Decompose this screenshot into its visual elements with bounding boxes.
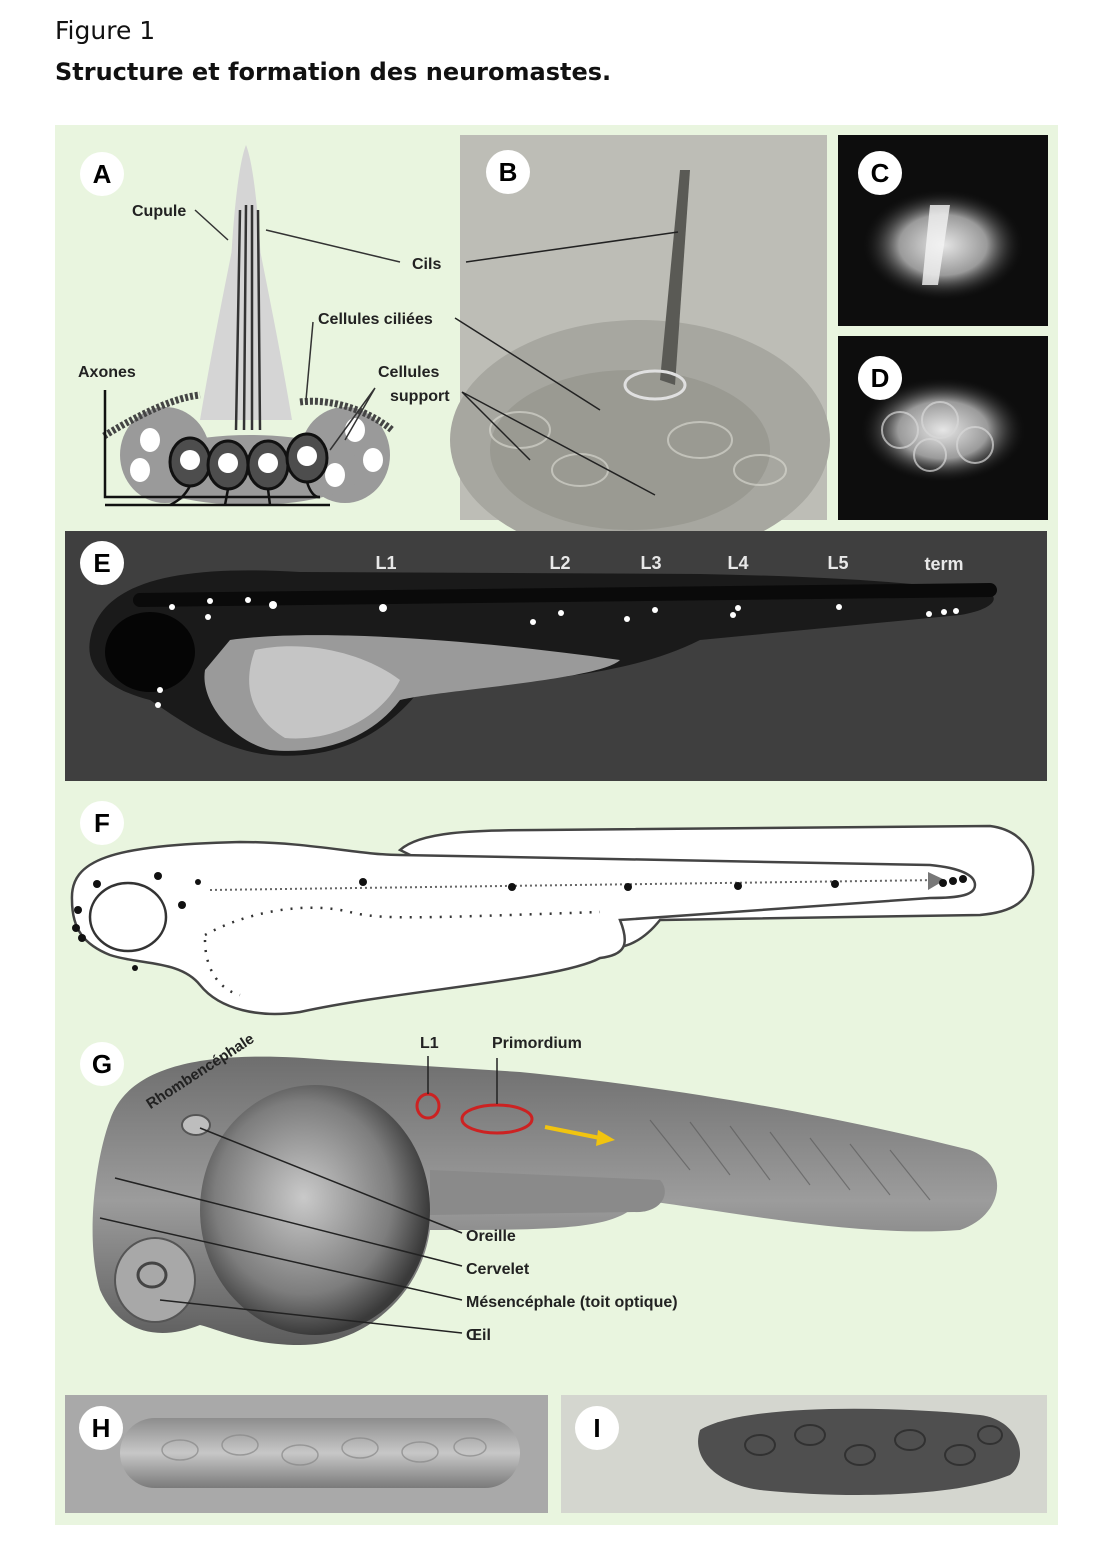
- panel-h-badge: H: [92, 1413, 111, 1443]
- label-axones: Axones: [78, 364, 136, 381]
- position-l5: L5: [827, 553, 848, 573]
- figure-title: Structure et formation des neuromastes.: [55, 58, 612, 86]
- panel-i: I: [561, 1395, 1047, 1513]
- panel-g: G Rhombencéphale L1 Primordium Oreille C…: [80, 1030, 998, 1345]
- panel-e: E L1 L2 L3 L4 L5 term: [65, 531, 1047, 781]
- panel-h: H: [65, 1395, 548, 1513]
- label-cellules-support-1: Cellules: [378, 364, 439, 381]
- panel-f-badge: F: [94, 808, 110, 838]
- panel-g-badge: G: [92, 1049, 112, 1079]
- label-cellules-ciliees: Cellules ciliées: [318, 311, 433, 328]
- panel-i-badge: I: [593, 1413, 600, 1443]
- label-primordium: Primordium: [492, 1035, 582, 1052]
- label-oeil: Œil: [466, 1327, 491, 1344]
- position-term: term: [924, 554, 963, 574]
- panel-d: D: [838, 336, 1048, 520]
- panel-b-badge: B: [499, 157, 518, 187]
- panel-b: B: [450, 135, 830, 560]
- figure-label: Figure 1: [55, 16, 156, 45]
- label-g-l1: L1: [420, 1035, 439, 1052]
- position-l2: L2: [549, 553, 570, 573]
- panel-a-badge: A: [93, 159, 112, 189]
- position-l3: L3: [640, 553, 661, 573]
- panel-c: C: [838, 135, 1048, 326]
- label-mesencephale: Mésencéphale (toit optique): [466, 1294, 678, 1311]
- panel-f: F: [70, 801, 1035, 1016]
- label-oreille: Oreille: [466, 1228, 516, 1245]
- panel-d-badge: D: [871, 363, 890, 393]
- position-l4: L4: [727, 553, 748, 573]
- label-cupule: Cupule: [132, 203, 186, 220]
- position-l1: L1: [375, 553, 396, 573]
- label-cervelet: Cervelet: [466, 1261, 530, 1278]
- panel-c-badge: C: [871, 158, 890, 188]
- label-cils: Cils: [412, 256, 441, 273]
- panel-a: A Cupule Cils Cellules ciliées Axones Ce…: [78, 145, 450, 507]
- panel-e-badge: E: [93, 548, 110, 578]
- label-cellules-support-2: support: [390, 388, 450, 405]
